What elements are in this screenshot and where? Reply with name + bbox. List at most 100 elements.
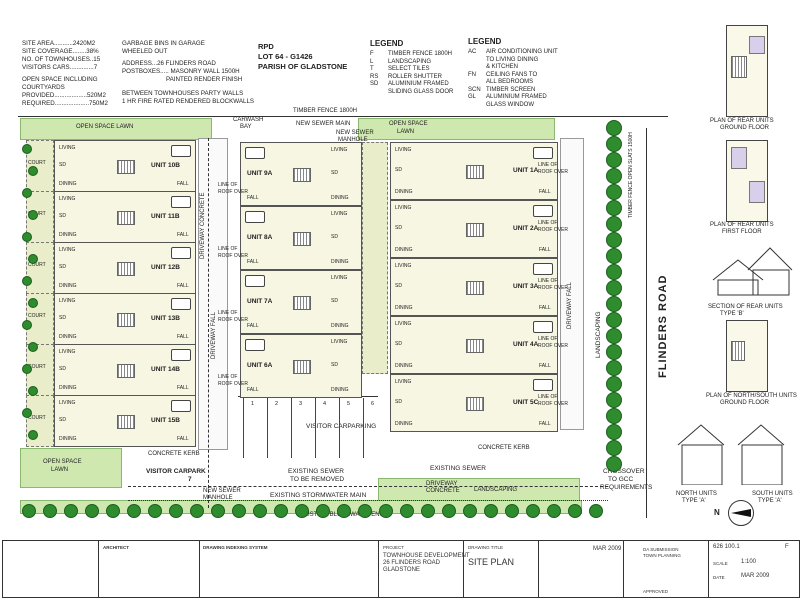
- rear-ground-subtitle: GROUND FLOOR: [720, 125, 770, 131]
- stair: [117, 262, 135, 276]
- tree-icon: [22, 408, 32, 418]
- tree-icon: [106, 504, 120, 518]
- tree-icon: [463, 504, 477, 518]
- ns-ground-subtitle: GROUND FLOOR: [720, 400, 770, 406]
- sd-label: SD: [59, 264, 66, 270]
- rear-first-title: PLAN OF REAR UNITS: [710, 222, 774, 228]
- stair: [117, 364, 135, 378]
- car-icon: [171, 400, 191, 412]
- boundary-top: [18, 116, 668, 117]
- architect-label: ARCHITECT: [103, 545, 129, 550]
- stair: [466, 281, 484, 295]
- bedroom-2: [731, 147, 747, 169]
- living-label: LIVING: [59, 145, 76, 151]
- roof-over-label: ROOF OVER: [538, 169, 569, 175]
- stair: [293, 232, 311, 246]
- drawing-number: 626 100.1: [713, 544, 740, 550]
- project-label: PROJECT: [383, 545, 405, 550]
- lawn-label-2: LAWN: [397, 129, 415, 135]
- tree-icon: [606, 120, 622, 136]
- tree-icon: [274, 504, 288, 518]
- stair-2: [731, 341, 745, 361]
- unit-label: UNIT 12B: [151, 264, 180, 271]
- living-label: LIVING: [59, 196, 76, 202]
- car-icon: [533, 263, 553, 275]
- tree-icon: [442, 504, 456, 518]
- tree-icon: [22, 504, 36, 518]
- project-line-3: GLADSTONE: [383, 567, 420, 573]
- living-label: LIVING: [395, 379, 412, 385]
- unit-label: UNIT 14B: [151, 366, 180, 373]
- fall-label: FALL: [177, 334, 189, 340]
- unit-label: UNIT 9A: [247, 170, 273, 177]
- line-of-roof-label: LINE OF: [538, 220, 558, 226]
- dining-label: DINING: [395, 305, 413, 311]
- tree-icon: [127, 504, 141, 518]
- project-line-1: TOWNHOUSE DEVELOPMENT: [383, 553, 470, 559]
- living-label: LIVING: [395, 321, 412, 327]
- legend-value: ALL BEDROOMS: [486, 79, 534, 85]
- car-icon: [171, 349, 191, 361]
- drawing-title: SITE PLAN: [468, 557, 515, 567]
- manhole-label: MANHOLE: [338, 137, 368, 143]
- tree-icon: [43, 504, 57, 518]
- line-of-roof-label: LINE OF: [538, 278, 558, 284]
- car-icon: [171, 145, 191, 157]
- unit-label: UNIT 6A: [247, 362, 273, 369]
- sewer-line-vertical: [208, 138, 209, 508]
- rear-first-subtitle: FIRST FLOOR: [722, 229, 762, 235]
- living-label: LIVING: [331, 339, 348, 345]
- tree-icon: [316, 504, 330, 518]
- line-of-roof-label: LINE OF: [538, 394, 558, 400]
- parking-bay: [363, 398, 364, 458]
- line-of-roof-label: LINE OF: [218, 310, 238, 316]
- tree-icon: [484, 504, 498, 518]
- tree-icon: [526, 504, 540, 518]
- line-of-roof-label: LINE OF: [218, 246, 238, 252]
- line-of-roof-label: LINE OF: [538, 162, 558, 168]
- tree-icon: [211, 504, 225, 518]
- north-arrow-icon: [731, 509, 751, 517]
- north-label: N: [714, 508, 720, 517]
- fall-label: FALL: [539, 305, 551, 311]
- rear-first-plan: [726, 140, 768, 222]
- bedroom-3: [749, 181, 765, 203]
- car-icon: [245, 147, 265, 159]
- lawn-label-3: LAWN: [51, 467, 69, 473]
- stair: [117, 211, 135, 225]
- unit-label: UNIT 1A: [513, 167, 539, 174]
- sd-label: SD: [395, 399, 402, 405]
- tree-icon: [606, 280, 622, 296]
- sewer-line: [128, 486, 608, 487]
- roof-over-label: ROOF OVER: [218, 253, 249, 259]
- section-subtitle: TYPE 'B': [720, 311, 744, 317]
- tree-icon: [169, 504, 183, 518]
- tree-icon: [358, 504, 372, 518]
- bay-number: 5: [347, 401, 351, 407]
- concrete-kerb-label-2: CONCRETE KERB: [478, 445, 530, 451]
- existing-sewer-label: EXISTING SEWER: [430, 465, 486, 472]
- date-2: MAR 2009: [741, 573, 770, 579]
- sd-label: SD: [331, 362, 338, 368]
- fall-label: FALL: [539, 247, 551, 253]
- lot-label: LOT 64 - G1426: [258, 52, 313, 61]
- sd-label: SD: [59, 417, 66, 423]
- legend-value: TO LIVING DINING: [486, 56, 539, 63]
- fall-label: FALL: [539, 363, 551, 369]
- bay-number: 3: [299, 401, 303, 407]
- tree-icon: [606, 328, 622, 344]
- unit-label: UNIT 3A: [513, 283, 539, 290]
- sd-label: SD: [59, 315, 66, 321]
- unit-label: UNIT 11B: [151, 213, 180, 220]
- roof-over-label: ROOF OVER: [538, 285, 569, 291]
- visitor-carpark-label: VISITOR CARPARK: [146, 468, 206, 475]
- note-fire-rated: 1 HR FIRE RATED RENDERED BLOCKWALLS: [122, 98, 255, 105]
- note-party-walls: BETWEEN TOWNHOUSES PARTY WALLS: [122, 90, 244, 97]
- line-of-roof-label: LINE OF: [538, 336, 558, 342]
- parish-label: PARISH OF GLADSTONE: [258, 62, 348, 71]
